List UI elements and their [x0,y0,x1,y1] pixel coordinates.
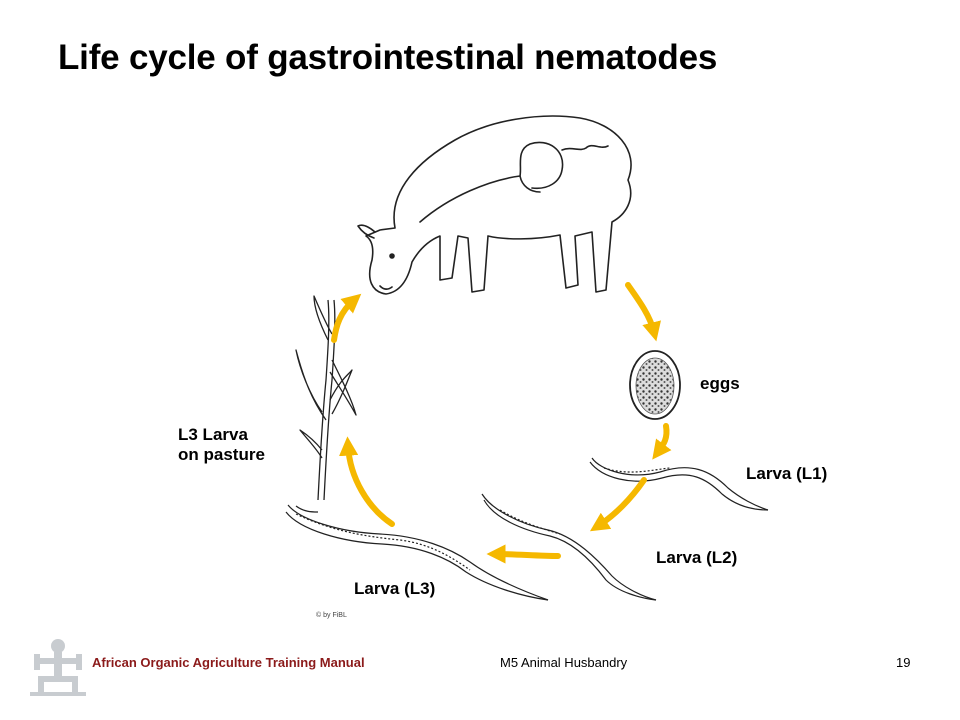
eggs-label: eggs [700,374,740,393]
larva-l3-illustration [285,504,549,601]
footer-module: M5 Animal Husbandry [500,655,628,670]
arrow-eggs-to-l1 [652,423,672,460]
image-credit: © by FiBL [316,612,347,619]
arrow-pasture-to-sheep [331,293,362,343]
larva-l3-label: Larva (L3) [354,579,436,598]
arrow-l3-to-pasture [339,436,395,527]
larva-l1-label: Larva (L1) [746,464,828,483]
manual-logo-icon [30,639,86,696]
arrow-sheep-to-eggs [625,282,661,342]
egg-illustration [629,350,681,420]
l3-pasture-label: L3 Larva on pasture [178,425,265,464]
footer-manual-title: African Organic Agriculture Training Man… [92,655,365,670]
slide-title: Life cycle of gastrointestinal nematodes [58,38,718,77]
sheep-illustration [357,115,632,295]
footer-page-number: 19 [896,655,911,670]
cycle-arrows [331,282,672,564]
arrow-l2-to-l3 [486,544,561,564]
larva-l1-illustration [589,457,769,511]
grass-illustration [295,295,357,501]
arrow-l1-to-l2 [589,477,647,532]
larva-l2-label: Larva (L2) [656,548,738,567]
larva-l2-illustration [481,493,657,601]
